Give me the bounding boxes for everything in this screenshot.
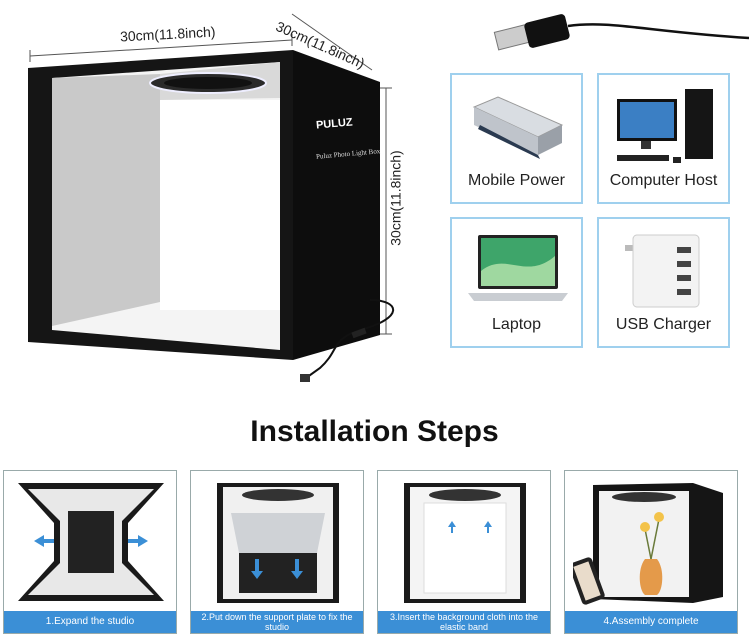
power-source-label: Laptop [492,316,541,333]
background-cloth-illustration [404,483,526,603]
step-label: 1.Expand the studio [4,611,176,633]
power-source-label: Mobile Power [468,172,565,189]
step-label: 3.Insert the background cloth into the e… [378,611,550,633]
laptop-icon [468,235,568,301]
step-card-support-plate: 2.Put down the support plate to fix the … [190,470,364,634]
assembly-complete-illustration [573,483,723,605]
power-source-label: Computer Host [609,172,718,189]
step-label: 2.Put down the support plate to fix the … [191,611,363,633]
usb-plug-icon [493,14,749,51]
step-card-background-cloth: 3.Insert the background cloth into the e… [377,470,551,634]
height-dimension-label: 30cm(11.8inch) [387,150,404,246]
usb-charger-icon [625,234,700,308]
power-source-card-computer-host: Computer Host [597,73,730,204]
power-source-card-mobile-power: Mobile Power [450,73,583,204]
expand-studio-illustration [18,483,164,601]
step-card-expand: 1.Expand the studio [3,470,177,634]
power-source-label: USB Charger [615,316,712,333]
usb-cable-illustration [490,10,749,60]
power-source-card-laptop: Laptop [450,217,583,348]
desktop-computer-icon [617,89,713,163]
step-card-assembly-complete: 4.Assembly complete [564,470,738,634]
support-plate-illustration [217,483,339,603]
lightbox-drawing [28,13,395,382]
power-bank-icon [472,96,564,159]
installation-title: Installation Steps [250,415,499,448]
step-label: 4.Assembly complete [565,611,737,633]
lightbox-illustration: 30cm(11.8inch) 30cm(11.8inch) 30cm(11.8i… [0,0,430,400]
power-source-card-usb-charger: USB Charger [597,217,730,348]
